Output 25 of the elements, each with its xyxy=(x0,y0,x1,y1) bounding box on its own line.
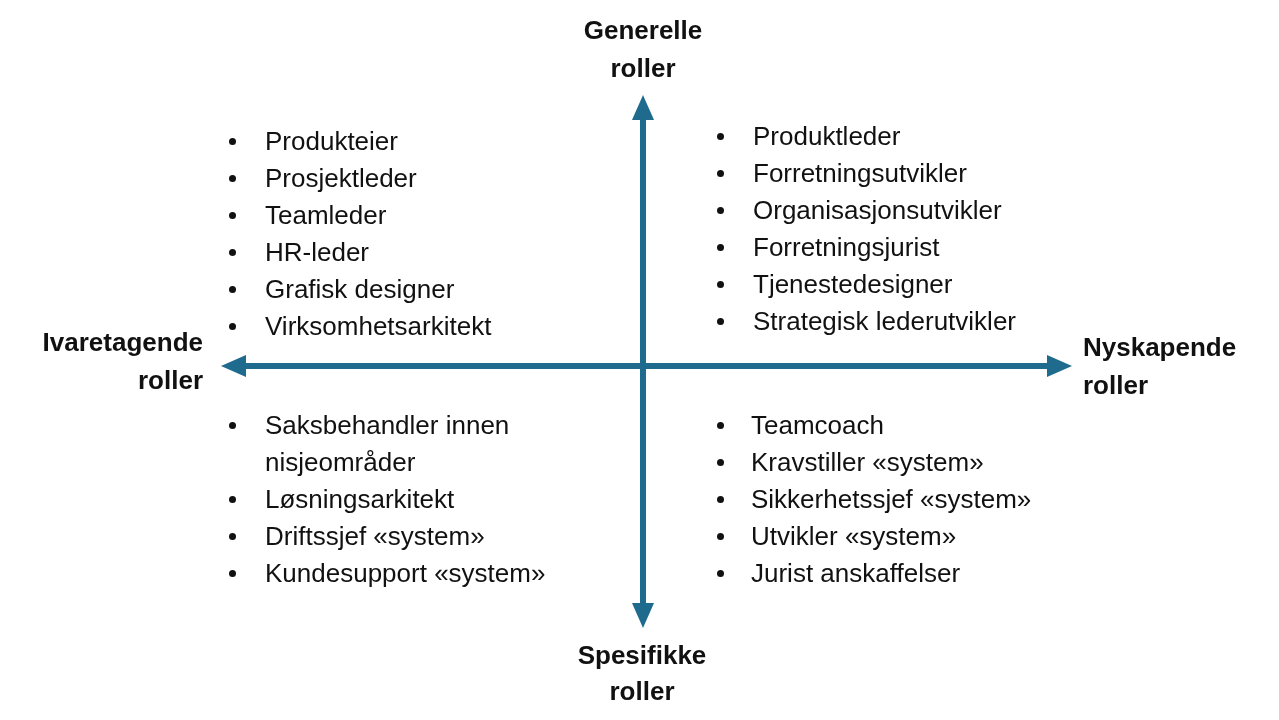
list-item: Produkteier xyxy=(265,124,399,158)
list-item: HR-leder xyxy=(265,235,371,269)
list-item: Produktleder xyxy=(753,119,902,153)
list-item: Teamcoach xyxy=(751,408,885,442)
list-item: Strategisk lederutvikler xyxy=(753,304,1017,338)
axis-label: Ivaretagende roller xyxy=(42,326,203,397)
list-item: Kravstiller «system» xyxy=(751,445,985,479)
list-item: Prosjektleder xyxy=(265,161,418,195)
list-item: Tjenestedesigner xyxy=(753,267,954,301)
list-item: Grafisk designer xyxy=(265,272,456,306)
list-item: Forretningsutvikler xyxy=(753,156,968,190)
axis-label: Generelle roller xyxy=(583,14,703,85)
list-item: Teamleder xyxy=(265,198,388,232)
list-item: Saksbehandler innen nisjeområder xyxy=(265,408,511,479)
list-item: Organisasjonsutvikler xyxy=(753,193,1003,227)
list-item: Utvikler «system» xyxy=(751,519,958,553)
list-item: Løsningsarkitekt xyxy=(265,482,456,516)
axis-label: Spesifikke roller xyxy=(577,639,707,708)
list-item: Forretningsjurist xyxy=(753,230,941,264)
axis-label: Nyskapende roller xyxy=(1083,331,1237,402)
list-item: Sikkerhetssjef «system» xyxy=(751,482,1033,516)
list-item: Driftssjef «system» xyxy=(265,519,486,553)
list-item: Jurist anskaffelser xyxy=(751,556,962,590)
list-item: Kundesupport «system» xyxy=(265,556,547,590)
list-item: Virksomhetsarkitekt xyxy=(265,309,493,343)
